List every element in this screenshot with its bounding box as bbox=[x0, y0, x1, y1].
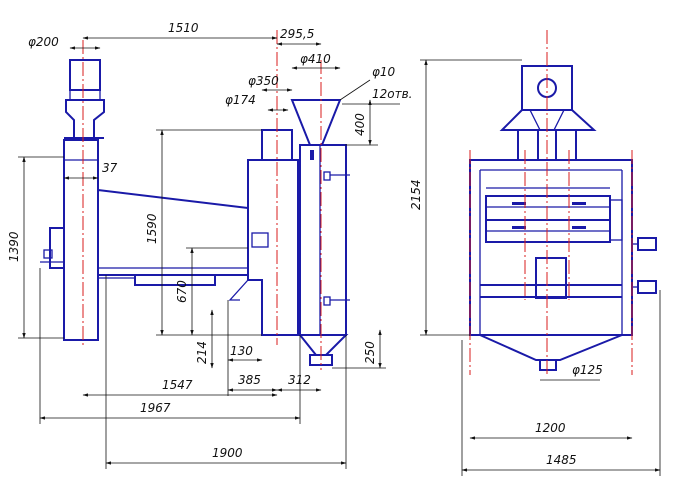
dim-2154: 2154 bbox=[409, 179, 423, 210]
dim-1390: 1390 bbox=[7, 231, 21, 262]
cyclone-column bbox=[40, 59, 105, 341]
dim-130: 130 bbox=[230, 344, 253, 358]
dim-1967: 1967 bbox=[140, 401, 171, 415]
dimension-lines bbox=[18, 36, 661, 476]
dim-400: 400 bbox=[353, 113, 367, 136]
dim-1200: 1200 bbox=[535, 421, 566, 435]
dim-d10: φ10 bbox=[372, 65, 396, 79]
dim-d174: φ174 bbox=[225, 93, 256, 107]
dimension-labels: φ200 1510 295,5 φ410 φ10 12отв. φ350 φ17… bbox=[7, 21, 603, 467]
dim-312: 312 bbox=[288, 373, 311, 387]
dim-1590: 1590 bbox=[145, 213, 159, 244]
dim-1547: 1547 bbox=[162, 378, 193, 392]
dim-1510: 1510 bbox=[168, 21, 199, 35]
separator-body bbox=[228, 129, 299, 336]
dim-1485: 1485 bbox=[546, 453, 577, 467]
side-view bbox=[40, 30, 350, 370]
front-view bbox=[469, 30, 657, 375]
dim-214: 214 bbox=[195, 341, 209, 364]
dim-250: 250 bbox=[363, 341, 377, 364]
dim-670: 670 bbox=[175, 280, 189, 303]
connecting-duct bbox=[97, 188, 249, 286]
dim-d125: φ125 bbox=[572, 363, 603, 377]
dim-295: 295,5 bbox=[280, 27, 314, 41]
dim-holes: 12отв. bbox=[372, 87, 413, 101]
dim-d200: φ200 bbox=[28, 35, 59, 49]
dim-385: 385 bbox=[238, 373, 261, 387]
dim-d410: φ410 bbox=[300, 52, 331, 66]
dim-d350: φ350 bbox=[248, 74, 279, 88]
dim-37: 37 bbox=[102, 161, 118, 175]
dim-1900: 1900 bbox=[212, 446, 243, 460]
